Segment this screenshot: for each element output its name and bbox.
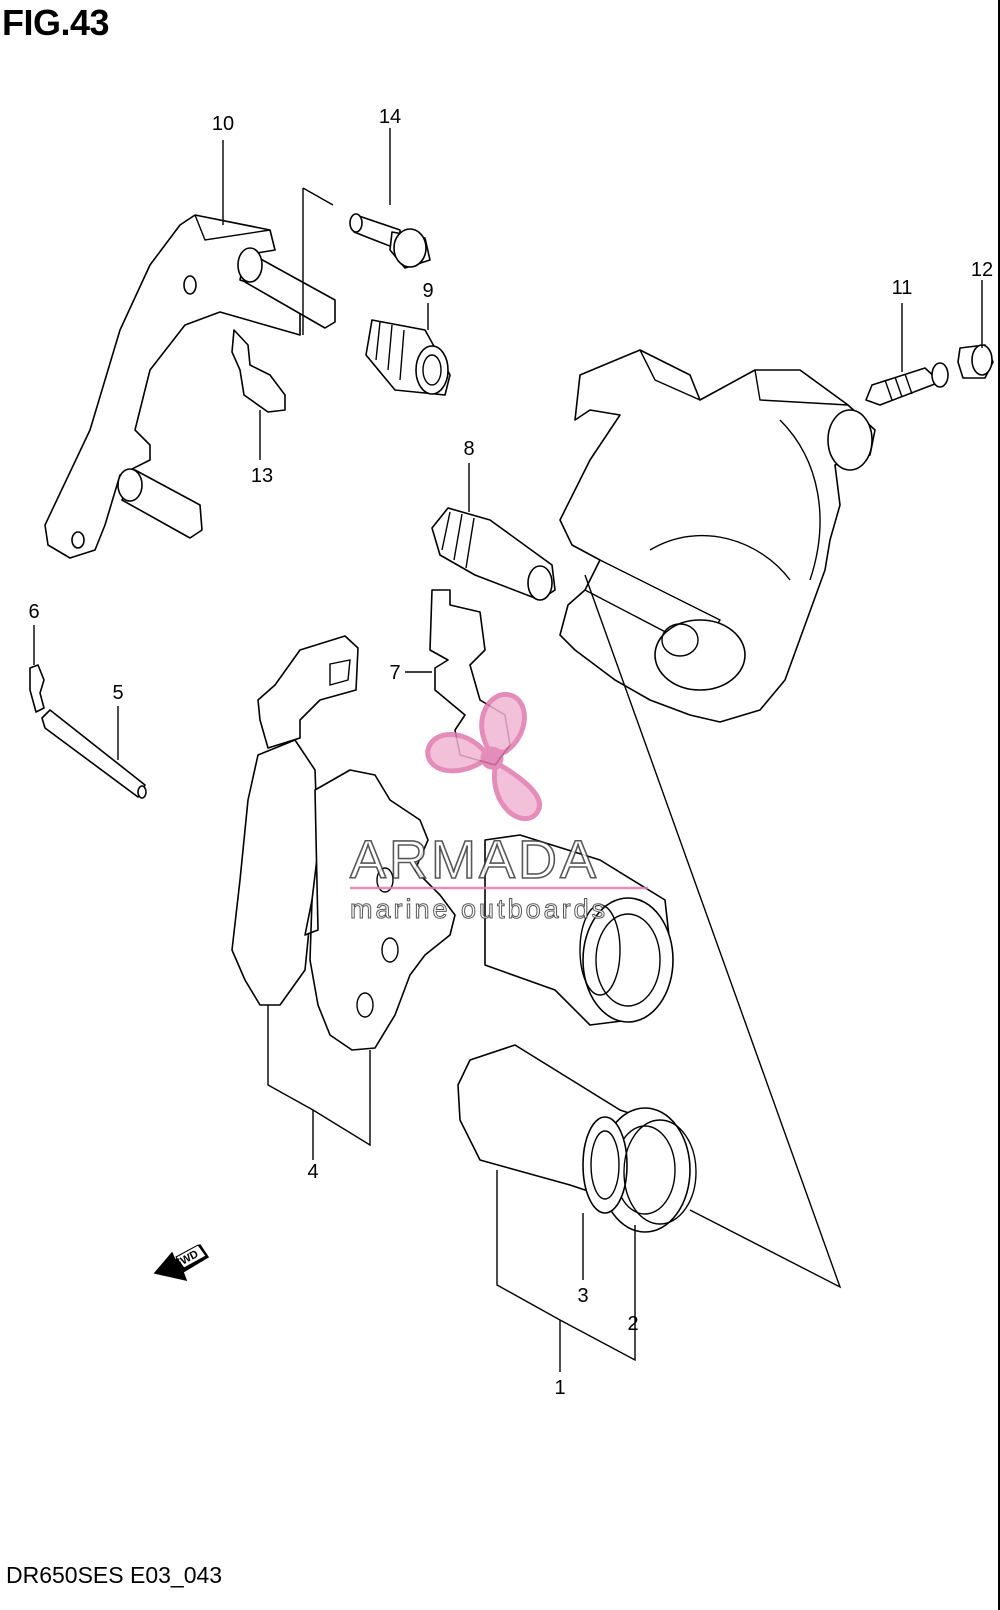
propeller-logo-icon xyxy=(425,692,542,822)
part-8-slide-pin[interactable] xyxy=(431,507,556,601)
leader-1 xyxy=(496,1170,636,1372)
part-4-pad-set[interactable] xyxy=(231,635,456,1051)
callout-7: 7 xyxy=(389,662,400,684)
part-11-bleeder-screw[interactable] xyxy=(865,362,949,406)
piston-upper[interactable] xyxy=(484,834,674,1026)
part-6-clip[interactable] xyxy=(29,664,45,713)
part-3-seal[interactable] xyxy=(582,1116,628,1214)
part-12-cap[interactable] xyxy=(957,344,994,379)
part-2-dust-seal[interactable] xyxy=(623,1119,697,1225)
caliper-body[interactable] xyxy=(559,349,876,723)
callout-11: 11 xyxy=(892,277,913,299)
callout-4: 4 xyxy=(307,1161,318,1183)
callout-6: 6 xyxy=(28,601,39,623)
leader-4 xyxy=(267,1005,371,1160)
part-13-clip[interactable] xyxy=(231,329,286,413)
armada-watermark: ARMADA marine outboards xyxy=(349,692,648,925)
callout-9: 9 xyxy=(422,280,433,302)
part-10-caliper-bracket[interactable] xyxy=(44,214,336,559)
callout-14: 14 xyxy=(379,106,401,128)
fwd-arrow-icon: FWD xyxy=(153,1243,210,1282)
part-9-boot[interactable] xyxy=(365,319,451,396)
page-border xyxy=(998,0,1000,1610)
callout-3: 3 xyxy=(577,1285,588,1307)
diagram-code: DR650SES E03_043 xyxy=(6,1562,223,1588)
callout-10: 10 xyxy=(212,113,234,135)
watermark-brand: ARMADA xyxy=(350,830,599,890)
callout-8: 8 xyxy=(463,438,474,460)
assembly-guide-line xyxy=(584,574,842,1289)
leader-14-dash xyxy=(302,187,334,206)
callout-1: 1 xyxy=(554,1377,565,1399)
watermark-tagline: marine outboards xyxy=(350,894,608,924)
part-1-piston[interactable] xyxy=(457,1044,691,1233)
part-5-pad-pin[interactable] xyxy=(41,709,147,799)
callout-5: 5 xyxy=(112,682,123,704)
callout-13: 13 xyxy=(251,465,273,487)
callout-2: 2 xyxy=(627,1313,638,1335)
figure-title: FIG.43 xyxy=(2,2,110,43)
callout-12: 12 xyxy=(971,259,993,281)
part-14-bolt[interactable] xyxy=(349,213,431,269)
